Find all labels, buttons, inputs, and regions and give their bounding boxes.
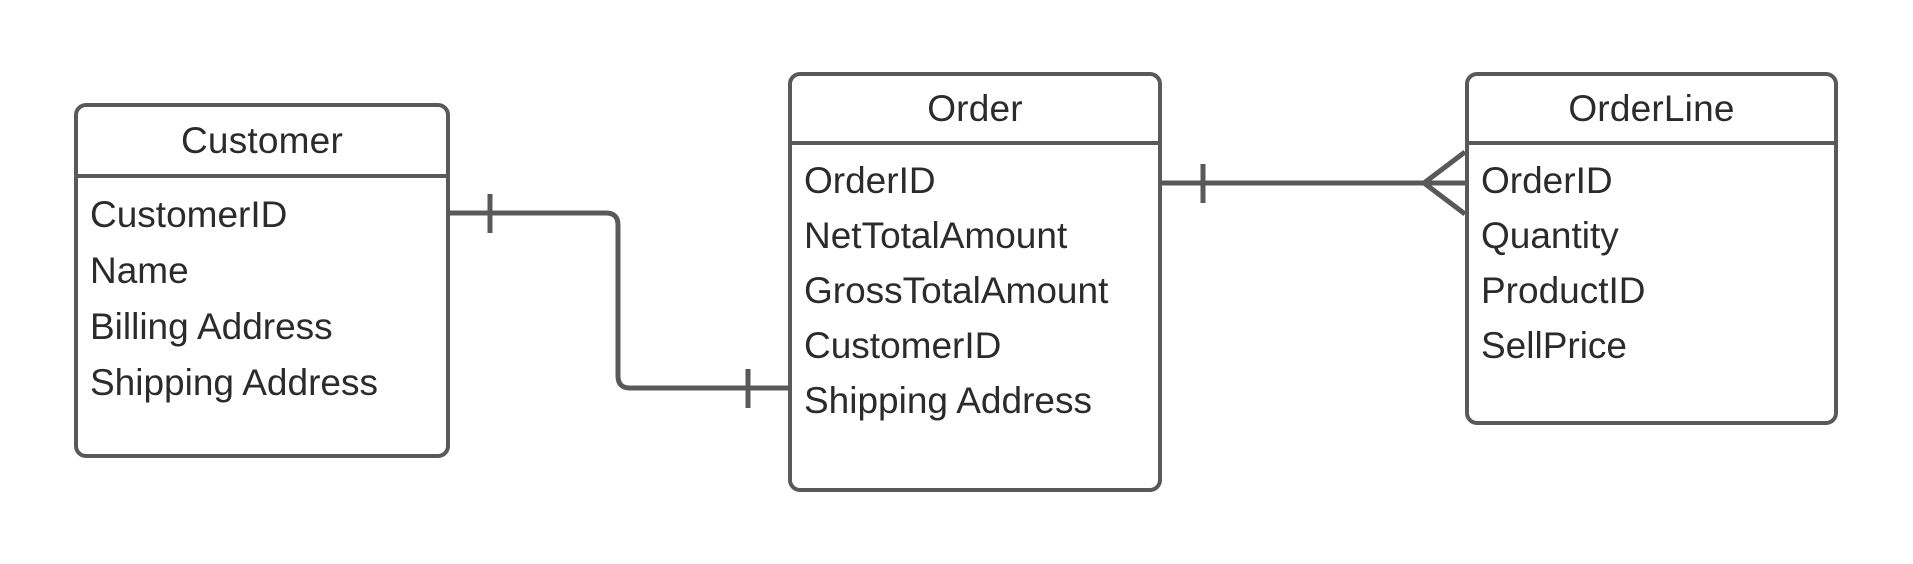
attribute-row: ProductID xyxy=(1481,270,1646,311)
attribute-row: NetTotalAmount xyxy=(804,215,1068,256)
attribute-row: Shipping Address xyxy=(804,380,1092,421)
entity-customer-title: Customer xyxy=(78,107,446,178)
attribute-row: GrossTotalAmount xyxy=(804,270,1109,311)
attribute-row: Billing Address xyxy=(90,306,333,347)
crows-foot-many-marker-orderline-side xyxy=(1422,150,1467,216)
attribute-row: CustomerID xyxy=(90,194,288,235)
entity-orderline[interactable]: OrderLine OrderID Quantity ProductID Sel… xyxy=(1465,72,1838,425)
attribute-row: Name xyxy=(90,250,189,291)
relationship-line-customer-order[interactable] xyxy=(450,210,788,391)
entity-order-title: Order xyxy=(792,76,1158,145)
entity-orderline-attribute-list: OrderID Quantity ProductID SellPrice xyxy=(1469,145,1834,382)
attribute-row: Quantity xyxy=(1481,215,1619,256)
entity-order-attribute-list: OrderID NetTotalAmount GrossTotalAmount … xyxy=(792,145,1158,437)
entity-order[interactable]: Order OrderID NetTotalAmount GrossTotalA… xyxy=(788,72,1162,492)
relationship-customer-order[interactable] xyxy=(450,194,788,408)
entity-customer-attribute-list: CustomerID Name Billing Address Shipping… xyxy=(78,178,446,420)
attribute-row: OrderID xyxy=(804,160,936,201)
attribute-row: Shipping Address xyxy=(90,362,378,403)
relationship-order-orderline[interactable] xyxy=(1162,150,1467,216)
attribute-row: SellPrice xyxy=(1481,325,1627,366)
entity-orderline-title: OrderLine xyxy=(1469,76,1834,145)
attribute-row: OrderID xyxy=(1481,160,1613,201)
entity-customer[interactable]: Customer CustomerID Name Billing Address… xyxy=(74,103,450,458)
attribute-row: CustomerID xyxy=(804,325,1002,366)
